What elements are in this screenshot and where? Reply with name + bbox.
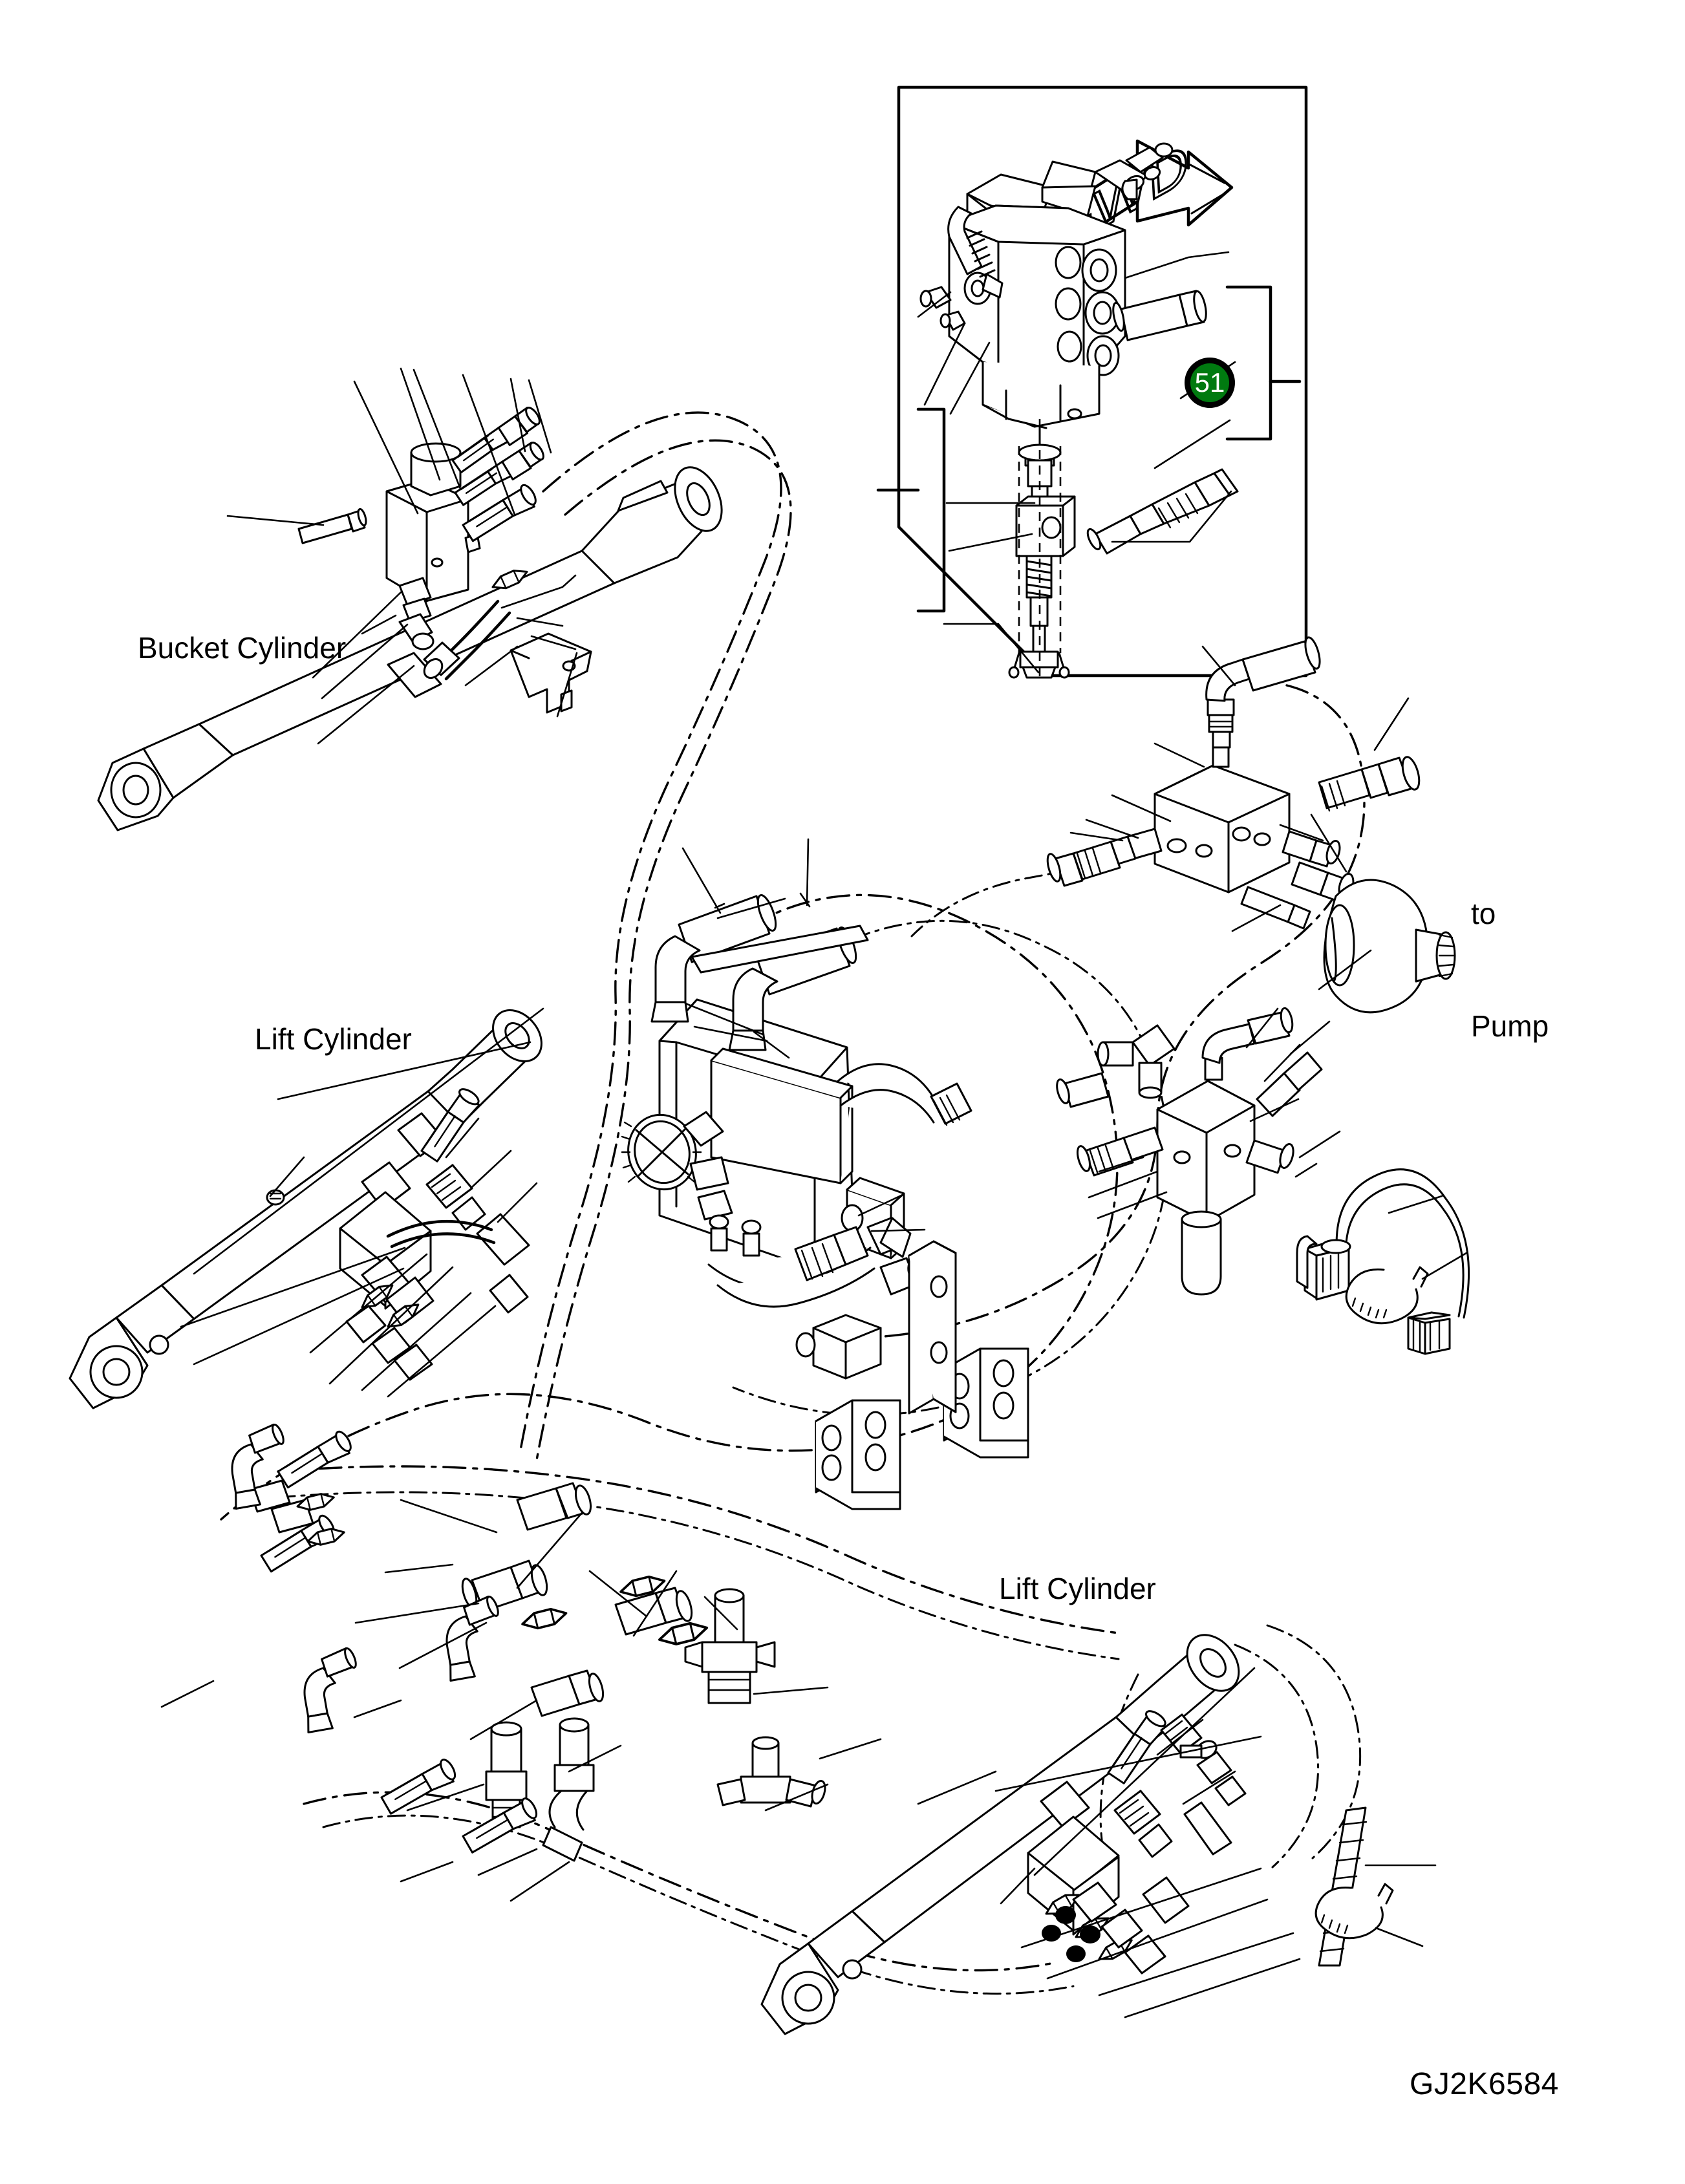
lift-lower-leader-lines [917,1667,1301,2018]
cable-tie-and-clamp [1315,1806,1394,1967]
callout-badge-number: 51 [1194,367,1225,398]
label-lift-cylinder-upper: Lift Cylinder [255,1022,412,1056]
tank-leader-lines [682,838,926,1232]
detail-inset-frame [897,85,1308,678]
bucket-cylinder-assembly [97,466,723,831]
bucket-leader-lines [226,367,578,745]
pump-leader-lines [1069,645,1410,990]
label-lift-cylinder-lower: Lift Cylinder [999,1572,1156,1605]
inset-leader-lines [917,251,1236,674]
pump-manifold-assembly [1046,636,1456,1014]
tie-clamp-leader-lines [1364,1864,1437,1947]
lift-cylinder-upper [69,1009,542,1409]
callout-badge-51[interactable]: 51 [1185,358,1235,408]
label-bucket-cylinder: Bucket Cylinder [138,631,347,665]
drawing-number: GJ2K6584 [1410,2067,1559,2101]
harness-leader-lines [1294,1162,1468,1280]
label-to-pump-line2: Pump [1471,1009,1549,1043]
lift-upper-leader-lines [180,1007,544,1398]
electrical-harness [1296,1168,1470,1355]
bottom-left-fittings [221,1421,826,1862]
inset-brackets [876,285,1302,613]
bucket-valve-manifold [297,402,553,681]
hose-clamp-blocks [815,1240,1029,1510]
label-to-pump: to Pump [1471,820,1549,1120]
right-valve-leader-lines [1088,1007,1341,1219]
label-to-pump-line1: to [1471,897,1496,930]
bottom-left-leader-lines [160,1499,882,1902]
right-valve-block [1056,1007,1323,1296]
lift-cylinder-lower [760,1634,1247,2035]
hydraulic-tank-assembly [621,894,972,1380]
